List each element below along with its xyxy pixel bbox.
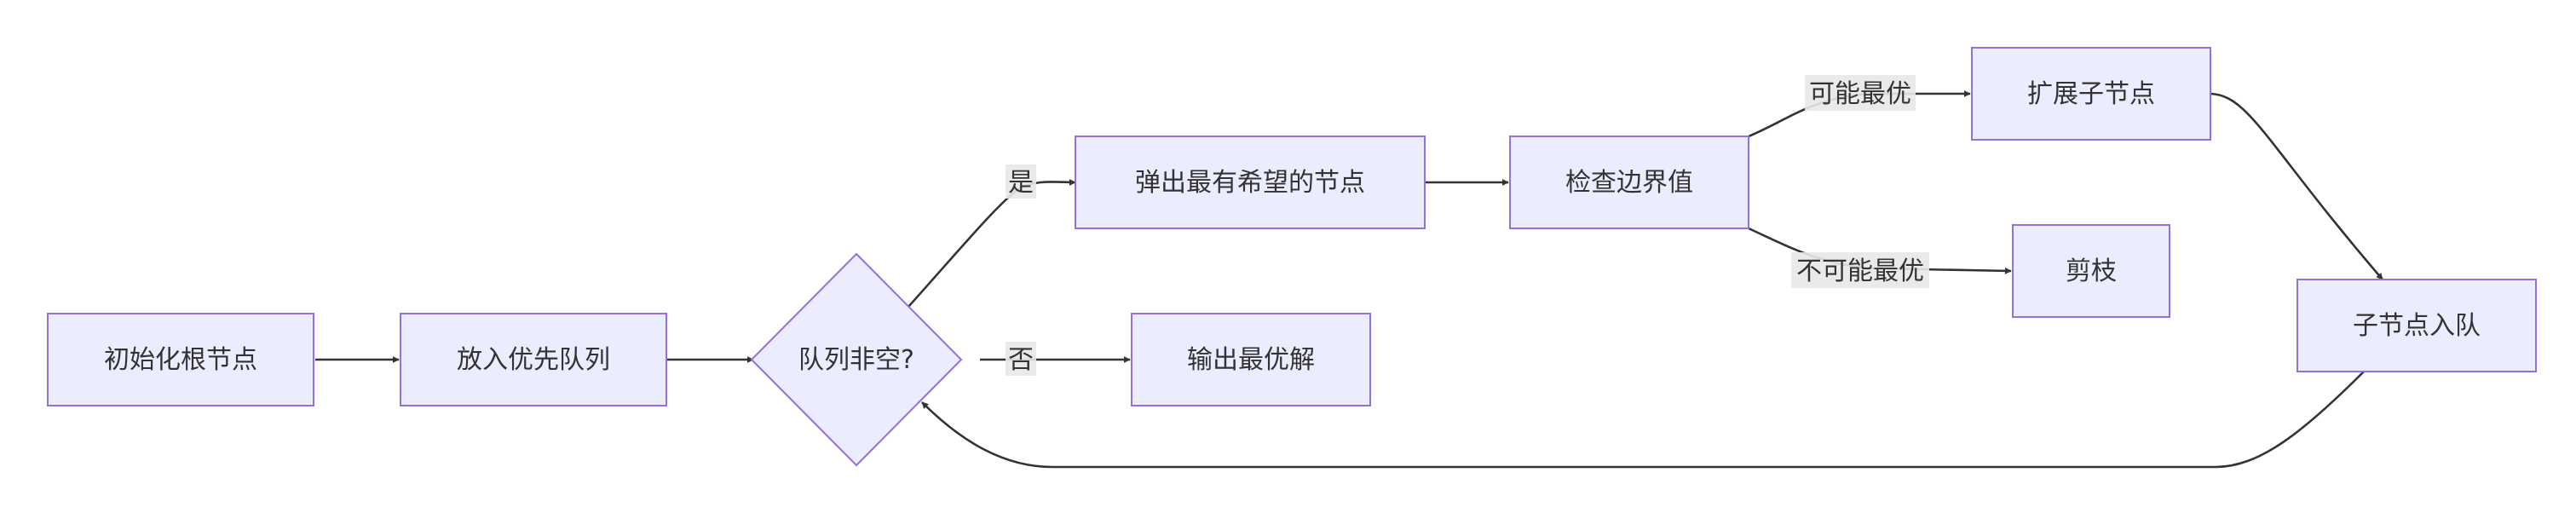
svg-text:否: 否 — [1008, 345, 1034, 375]
edge-label-not-optimal: 不可能最优 — [1791, 252, 1929, 288]
svg-text:初始化根节点: 初始化根节点 — [104, 345, 257, 375]
edge-enqueue-to-decision — [921, 371, 2365, 469]
svg-text:检查边界值: 检查边界值 — [1565, 168, 1693, 198]
svg-text:扩展子节点: 扩展子节点 — [2027, 79, 2155, 109]
node-prune: 剪枝 — [2012, 224, 2170, 318]
node-queue-nonempty-decision: 队列非空? — [750, 252, 963, 467]
node-check-bound: 检查边界值 — [1509, 135, 1749, 229]
svg-text:剪枝: 剪枝 — [2066, 256, 2117, 286]
node-push-queue: 放入优先队列 — [400, 313, 667, 406]
svg-text:子节点入队: 子节点入队 — [2353, 311, 2481, 341]
edge-label-maybe-optimal: 可能最优 — [1805, 75, 1916, 111]
node-expand-children: 扩展子节点 — [1971, 47, 2211, 141]
svg-text:输出最优解: 输出最优解 — [1187, 345, 1315, 375]
svg-text:不可能最优: 不可能最优 — [1796, 256, 1924, 286]
node-init-root: 初始化根节点 — [47, 313, 314, 406]
edge-yes-to-pop — [908, 178, 1076, 308]
svg-text:队列非空?: 队列非空? — [798, 345, 914, 375]
svg-text:放入优先队列: 放入优先队列 — [457, 345, 610, 375]
edge-expand-to-enqueue — [2210, 92, 2383, 280]
node-children-enqueue: 子节点入队 — [2297, 279, 2537, 372]
svg-text:弹出最有希望的节点: 弹出最有希望的节点 — [1135, 168, 1365, 198]
svg-text:可能最优: 可能最优 — [1809, 79, 1911, 109]
node-output-best: 输出最优解 — [1131, 313, 1371, 406]
edge-label-yes: 是 — [1006, 164, 1036, 199]
svg-text:是: 是 — [1008, 168, 1034, 198]
node-pop-best: 弹出最有希望的节点 — [1075, 135, 1426, 229]
edge-label-no: 否 — [1006, 342, 1036, 376]
